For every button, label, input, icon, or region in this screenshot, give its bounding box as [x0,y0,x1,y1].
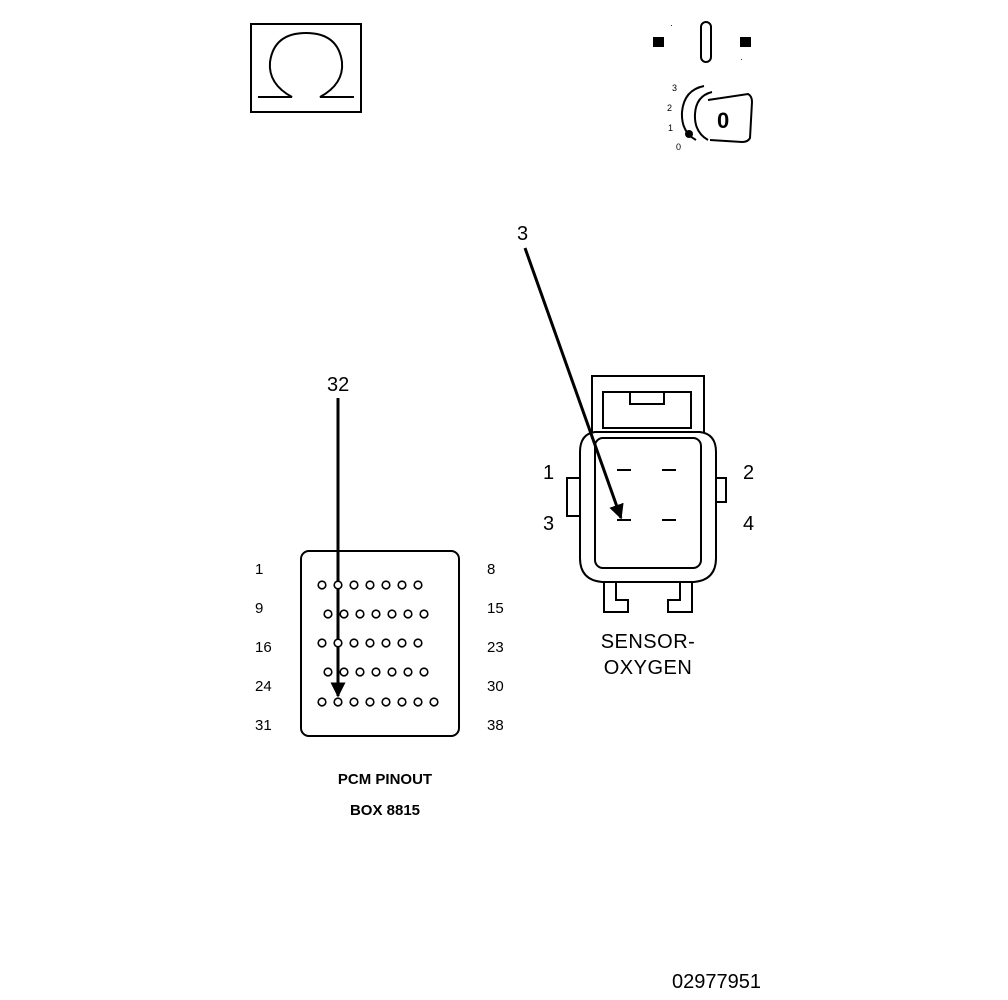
pcm-pin-hole [397,697,407,707]
pcm-pin-hole [349,697,359,707]
pcm-pin-hole [397,638,407,648]
pcm-pin-hole [365,580,375,590]
sensor-callout-label: 3 [517,223,528,245]
pcm-row-right-5: 38 [487,717,504,734]
pcm-callout-label: 32 [327,374,349,396]
pcm-pin-hole [317,580,327,590]
pcm-pin-hole [381,638,391,648]
oxygen-sensor-connector: 3 1 2 3 4 SENSOR- OXYGEN [517,223,754,679]
pcm-pin-hole [403,609,413,619]
pcm-pin-hole [403,667,413,677]
sensor-pin-4-label: 4 [743,513,754,535]
pcm-pin-hole [333,638,343,648]
pcm-pin-hole [419,609,429,619]
svg-text:·: · [670,20,673,30]
svg-text:·: · [740,54,743,64]
pcm-pin-hole [413,580,423,590]
pcm-row-left-2: 9 [255,600,263,617]
pcm-pin-hole [317,638,327,648]
pcm-pin-hole [355,667,365,677]
pcm-caption-line1: PCM PINOUT [338,771,432,788]
pcm-row-right-2: 15 [487,600,504,617]
pcm-row-left-5: 31 [255,717,272,734]
pcm-pin-hole [323,667,333,677]
pcm-pin-hole [381,580,391,590]
pcm-pin-hole [397,580,407,590]
pcm-pin-hole [429,697,439,707]
pcm-caption-line2: BOX 8815 [350,802,420,819]
pcm-pin-hole [413,638,423,648]
pcm-pin-hole [339,609,349,619]
ohmmeter-symbol [250,23,362,113]
pcm-pin-hole [349,580,359,590]
pcm-pin-hole [365,638,375,648]
pcm-row-left-3: 16 [255,639,272,656]
pcm-pin-hole [413,697,423,707]
pcm-pin-hole [387,609,397,619]
pcm-pin-hole [419,667,429,677]
pcm-pin-hole [355,609,365,619]
pcm-row-right-4: 30 [487,678,504,695]
sensor-pin-3-label: 3 [543,513,554,535]
pcm-pin-holes [317,580,439,707]
ignition-pos-3: 3 [672,83,677,93]
figure-id: 02977951 [672,971,761,993]
pcm-row-right-1: 8 [487,561,495,578]
sensor-callout-arrow [523,247,624,520]
pcm-pin-hole [339,667,349,677]
ohm-icon [258,31,354,98]
sensor-pin-2-label: 2 [743,462,754,484]
sensor-caption-line2: OXYGEN [604,657,693,679]
pcm-pin-hole [371,609,381,619]
ignition-pos-1: 1 [668,123,673,133]
pcm-pinout-box: 32 1 9 16 24 31 8 15 23 30 38 PCM PINOUT… [255,374,504,819]
pcm-pin-hole [381,697,391,707]
pcm-pin-hole [317,697,327,707]
sensor-pin-1-label: 1 [543,462,554,484]
pcm-pin-hole [371,667,381,677]
key-label: 0 [717,108,729,133]
ignition-key-icon: · · 0 1 2 3 0 [653,20,754,152]
pcm-row-right-3: 23 [487,639,504,656]
ignition-pos-2: 2 [667,103,672,113]
ignition-pos-0: 0 [676,142,681,152]
pcm-row-left-4: 24 [255,678,272,695]
pcm-pin-hole [333,697,343,707]
pcm-pin-hole [333,580,343,590]
pcm-row-left-1: 1 [255,561,263,578]
pcm-pin-hole [387,667,397,677]
sensor-caption-line1: SENSOR- [601,631,696,653]
pcm-pin-hole [323,609,333,619]
pcm-pin-hole [349,638,359,648]
pcm-pin-hole [365,697,375,707]
